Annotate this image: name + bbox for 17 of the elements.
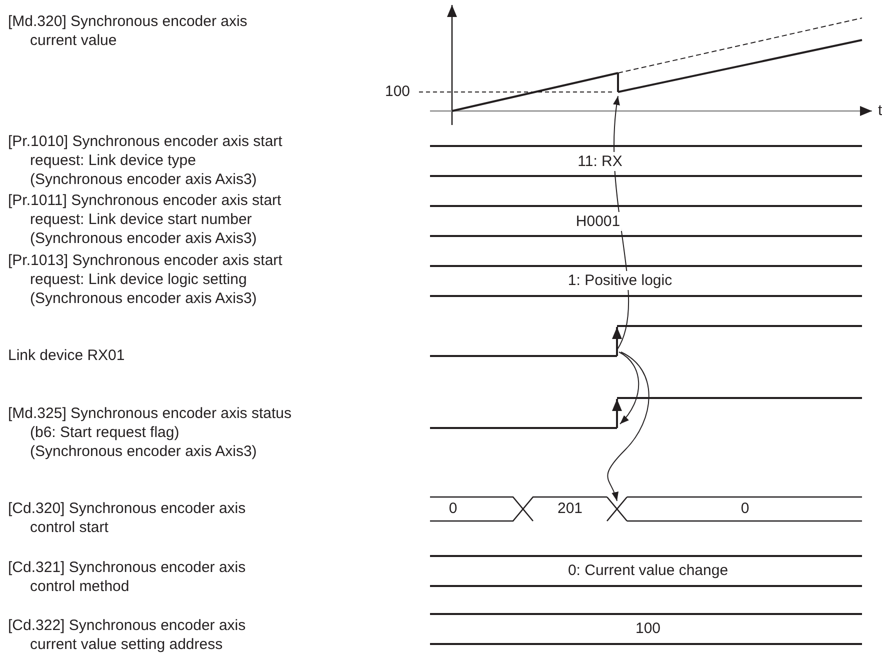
signal-label: [Pr.1011] Synchronous encoder axis start request: Link device start number (Synchronous encoder axis Axis3) [8, 191, 282, 248]
signal-label: [Pr.1010] Synchronous encoder axis start request: Link device type (Synchronous encoder axis Axis3) [8, 132, 282, 189]
signal-label: [Cd.321] Synchronous encoder axis control method [8, 558, 246, 596]
signal-label: [Cd.322] Synchronous encoder axis current value setting address [8, 616, 246, 654]
signal-label: [Md.325] Synchronous encoder axis status (b6: Start request flag) (Synchronous encoder axis Axis3) [8, 404, 292, 461]
signal-edge [617, 73, 619, 92]
signal-label: [Cd.320] Synchronous encoder axis control start [8, 499, 246, 537]
signal-label: Link device RX01 [8, 346, 125, 365]
bus-transition [606, 496, 628, 522]
signal-label: [Md.320] Synchronous encoder axis current value [8, 12, 248, 50]
signal-edge [612, 327, 622, 356]
signal-edge [612, 399, 622, 428]
signal-label: [Pr.1013] Synchronous encoder axis start request: Link device logic setting (Synchronous encoder axis Axis3) [8, 251, 282, 308]
signal-value: 11: RX [576, 152, 624, 171]
signal-value: 0: Current value change [566, 561, 730, 580]
arrow [618, 352, 640, 424]
arrow [607, 352, 650, 502]
